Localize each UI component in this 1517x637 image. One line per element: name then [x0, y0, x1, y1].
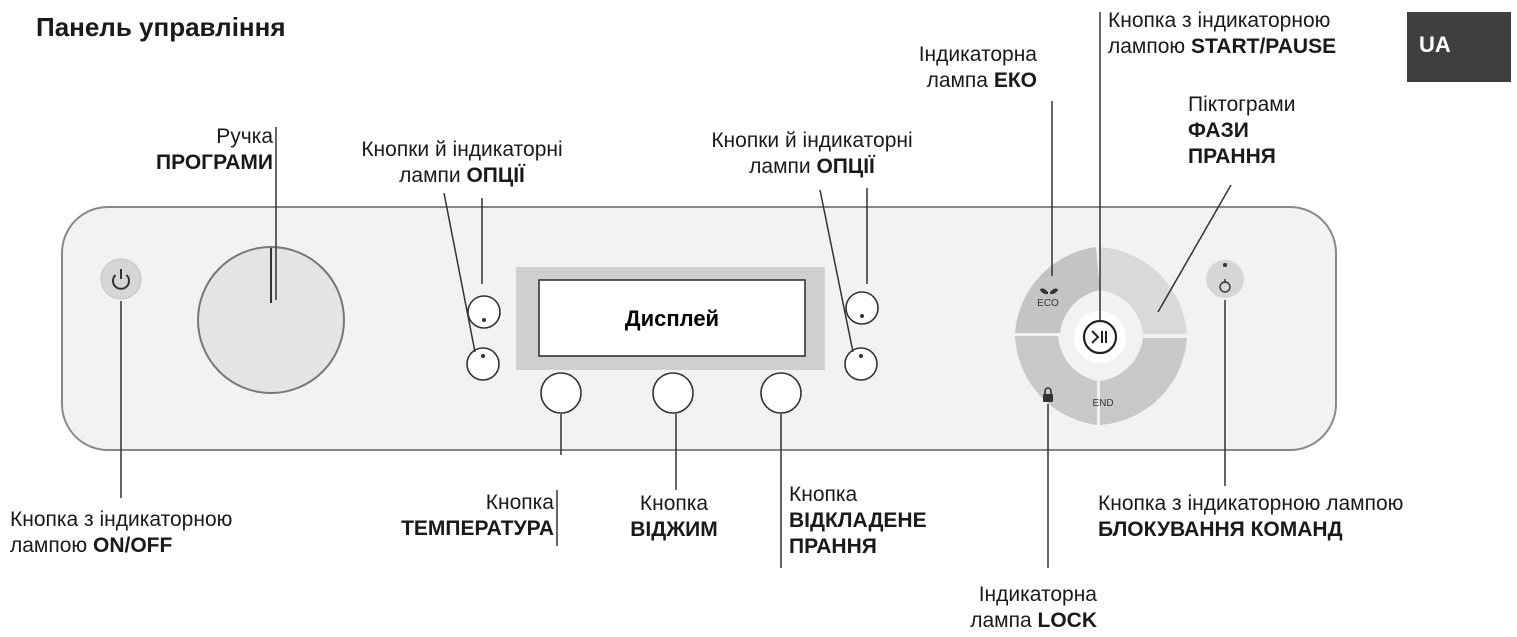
- option-button-right-bottom[interactable]: [844, 347, 878, 381]
- leader-options-right-b: [819, 189, 854, 353]
- callout-child-lock: Кнопка з індикаторною лампою БЛОКУВАННЯ …: [1098, 492, 1404, 541]
- eco-icon-label: ECO: [1037, 298, 1059, 309]
- display-label: Дисплей: [625, 306, 719, 331]
- lock-icon: [1043, 387, 1053, 402]
- spin-button[interactable]: [652, 372, 694, 414]
- callout-on-off: Кнопка з індикаторною лампою ON/OFF: [10, 508, 233, 557]
- child-lock-icon: [1219, 279, 1231, 293]
- end-icon-label: END: [1092, 398, 1113, 409]
- page-title: Панель управління: [36, 12, 286, 42]
- callout-delay: Кнопка ВІДКЛАДЕНЕ ПРАННЯ: [789, 483, 927, 558]
- callout-options-right: Кнопки й індикаторні лампи ОПЦІЇ: [711, 129, 913, 178]
- callout-options-left: Кнопки й індикаторні лампи ОПЦІЇ: [361, 138, 563, 187]
- eco-leaf-icon: [1040, 288, 1058, 295]
- start-pause-button[interactable]: [1074, 311, 1126, 363]
- language-badge: UA: [1407, 12, 1511, 82]
- leader-lines: [120, 12, 1232, 568]
- option-button-left-top[interactable]: [467, 295, 501, 329]
- option-button-left-bottom[interactable]: [466, 347, 500, 381]
- power-icon: [112, 269, 130, 290]
- callout-eco-lamp: Індикаторна лампа ЕКО: [918, 43, 1037, 92]
- option-button-right-top[interactable]: [845, 291, 879, 325]
- program-knob[interactable]: [197, 246, 345, 394]
- callout-spin: Кнопка ВІДЖИМ: [630, 492, 718, 541]
- phase-segment-end: [1100, 338, 1187, 425]
- delay-button[interactable]: [760, 372, 802, 414]
- callout-lock-lamp: Індикаторна лампа LOCK: [970, 583, 1097, 632]
- on-off-button[interactable]: [100, 258, 142, 300]
- leader-options-left-b: [443, 192, 476, 353]
- callout-start-pause: Кнопка з індикаторною лампою START/PAUSE: [1108, 9, 1337, 58]
- leader-wash-phases: [1157, 184, 1232, 313]
- child-lock-button[interactable]: [1206, 260, 1244, 298]
- callout-temperature: Кнопка ТЕМПЕРАТУРА: [401, 491, 554, 540]
- wash-phase-ring: ECO END: [1015, 247, 1187, 425]
- lock-segment: [1015, 336, 1097, 425]
- temperature-button[interactable]: [540, 372, 582, 414]
- phase-segment-top: [1100, 247, 1187, 334]
- play-pause-icon: [1091, 330, 1107, 344]
- display-screen: [538, 279, 806, 357]
- callout-program-knob: Ручка ПРОГРАМИ: [156, 125, 273, 174]
- callout-wash-phases: Піктограми ФАЗИ ПРАННЯ: [1188, 93, 1296, 168]
